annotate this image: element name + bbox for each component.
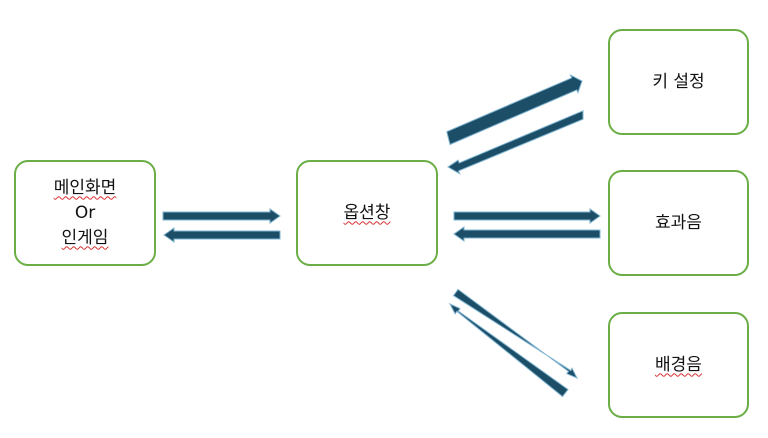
arrow-options-to-bgm [452, 288, 579, 379]
arrow-options-to-main [163, 227, 281, 243]
node-options-label: 옵션창 [343, 202, 391, 223]
node-main-line3: 인게임 [61, 227, 109, 248]
node-key-settings: 키 설정 [608, 29, 749, 135]
arrow-options-to-sfx [453, 208, 601, 224]
node-options: 옵션창 [296, 160, 438, 266]
node-bgm-label: 배경음 [655, 354, 702, 375]
node-sfx-label: 효과음 [655, 212, 702, 233]
node-keys-label: 키 설정 [652, 71, 705, 92]
node-main-line1: 메인화면 [53, 177, 117, 198]
node-main-line2: Or [74, 202, 96, 223]
arrow-keys-to-options [447, 110, 584, 175]
node-sound-effects: 효과음 [608, 170, 749, 276]
node-main-or-ingame: 메인화면 Or 인게임 [14, 160, 156, 266]
arrow-main-to-options [162, 208, 281, 224]
arrow-sfx-to-options [453, 226, 601, 242]
node-background-music: 배경음 [608, 312, 749, 418]
arrow-options-to-keys [446, 74, 583, 146]
arrow-bgm-to-options [448, 302, 569, 398]
